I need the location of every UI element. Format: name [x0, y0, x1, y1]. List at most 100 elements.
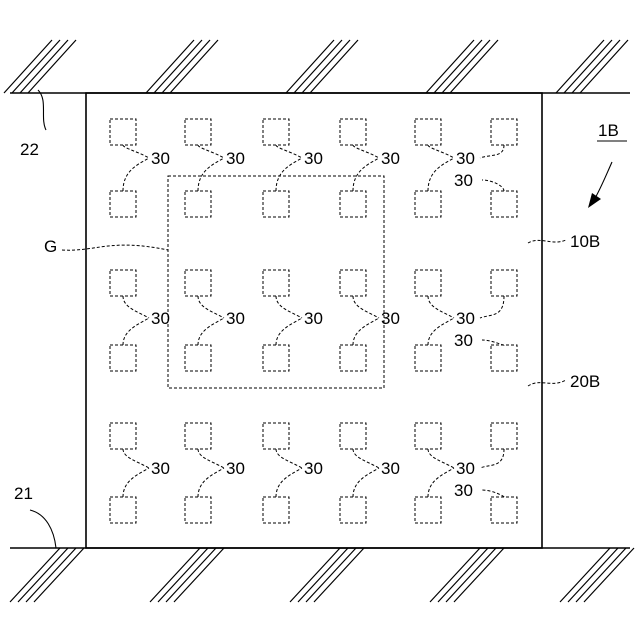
leader-1b: [594, 162, 612, 200]
element-pad-bottom: [415, 191, 441, 217]
element-wire-lower: [428, 468, 454, 497]
element-wire-lower: [276, 318, 302, 345]
element-labels: 303030303030303030303030303030303030: [151, 149, 475, 500]
hatch-line: [314, 548, 364, 602]
element-pad-bottom: [491, 191, 517, 217]
element-label: 30: [151, 459, 170, 478]
element-label: 30: [454, 331, 473, 350]
element-wire-lower: [123, 158, 149, 191]
element-pad-top: [340, 270, 366, 296]
element-wire-lower: [198, 158, 224, 191]
element-label: 30: [456, 149, 475, 168]
element-wire-lower: [353, 318, 379, 345]
element-label: 30: [304, 309, 323, 328]
hatch-line: [430, 548, 480, 602]
element-pad-bottom: [340, 497, 366, 523]
element-pad-bottom: [491, 497, 517, 523]
element-wire-upper: [480, 449, 504, 468]
element-wire-upper: [276, 296, 302, 318]
element-pad-top: [263, 270, 289, 296]
element-label: 30: [381, 149, 400, 168]
element-wire-lower: [198, 318, 224, 345]
element-wire-lower: [123, 468, 149, 497]
element-pad-bottom: [110, 345, 136, 371]
hatch-line: [454, 548, 504, 602]
element-pad-top: [340, 423, 366, 449]
element-wire-upper: [276, 145, 302, 158]
label-22: 22: [20, 140, 39, 159]
element-pad-top: [263, 119, 289, 145]
label-g: G: [44, 237, 57, 256]
hatch-line: [560, 548, 610, 602]
element-pad-bottom: [263, 191, 289, 217]
element-pad-top: [185, 119, 211, 145]
element-wire-lower: [482, 340, 504, 345]
hatch-line: [150, 548, 200, 602]
hatch-line: [568, 548, 618, 602]
element-wire-upper: [123, 296, 149, 318]
element-wire-lower: [428, 318, 454, 345]
leader-g: [62, 245, 168, 250]
top-hatching: [4, 40, 628, 93]
hatch-line: [158, 548, 208, 602]
element-pad-bottom: [263, 497, 289, 523]
hatch-line: [306, 548, 356, 602]
element-wire-lower: [482, 490, 504, 497]
hatch-line: [584, 548, 634, 602]
label-20b: 20B: [570, 372, 600, 391]
element-wire-lower: [428, 158, 454, 191]
element-wire-lower: [276, 468, 302, 497]
bottom-hatching: [10, 548, 634, 602]
element-label: 30: [151, 309, 170, 328]
hatch-line: [26, 548, 76, 602]
element-pad-top: [415, 270, 441, 296]
element-pad-top: [340, 119, 366, 145]
element-wire-upper: [198, 145, 224, 158]
element-wire-upper: [480, 145, 504, 158]
element-label: 30: [456, 309, 475, 328]
element-wire-upper: [353, 145, 379, 158]
hatch-line: [18, 548, 68, 602]
element-pad-bottom: [185, 497, 211, 523]
element-pad-top: [110, 270, 136, 296]
element-pad-top: [415, 119, 441, 145]
element-pad-top: [263, 423, 289, 449]
element-pad-top: [185, 423, 211, 449]
hatch-line: [34, 548, 84, 602]
element-label: 30: [456, 459, 475, 478]
element-label: 30: [151, 149, 170, 168]
hatch-line: [576, 548, 626, 602]
element-pad-bottom: [415, 345, 441, 371]
label-10b: 10B: [570, 232, 600, 251]
element-pad-bottom: [340, 345, 366, 371]
element-pad-bottom: [491, 345, 517, 371]
element-wire-lower: [198, 468, 224, 497]
leader-10b: [528, 240, 566, 243]
hatch-line: [174, 548, 224, 602]
element-label: 30: [454, 171, 473, 190]
element-pad-top: [110, 119, 136, 145]
top-layer: [4, 40, 630, 93]
hatch-line: [298, 548, 348, 602]
element-wire-upper: [428, 296, 454, 318]
element-pad-top: [491, 119, 517, 145]
element-label: 30: [381, 309, 400, 328]
leader-20b: [528, 380, 566, 386]
hatch-line: [10, 548, 60, 602]
element-wire-lower: [123, 318, 149, 345]
element-wire-lower: [276, 158, 302, 191]
hatch-line: [166, 548, 216, 602]
element-pad-bottom: [263, 345, 289, 371]
element-wire-lower: [482, 180, 504, 191]
region-g-box: [168, 176, 384, 388]
element-label: 30: [381, 459, 400, 478]
element-pad-top: [415, 423, 441, 449]
element-wire-upper: [123, 145, 149, 158]
label-1b: 1B: [598, 121, 619, 140]
element-pad-top: [185, 270, 211, 296]
element-pad-bottom: [415, 497, 441, 523]
element-wire-upper: [428, 449, 454, 468]
element-wire-lower: [353, 158, 379, 191]
element-wire-lower: [353, 468, 379, 497]
